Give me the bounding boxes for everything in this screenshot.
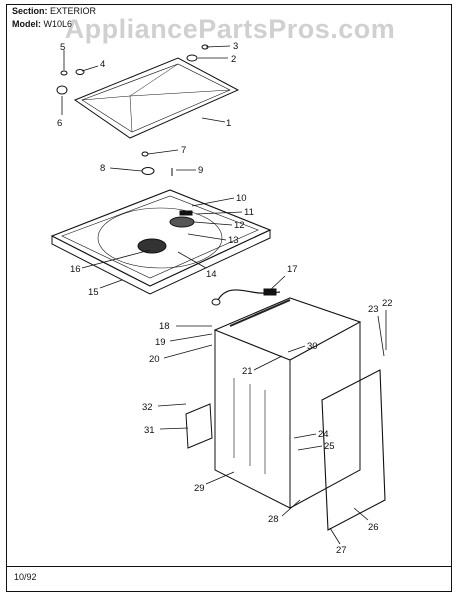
callout-5: 5 — [60, 42, 65, 53]
callout-17: 17 — [287, 264, 298, 275]
part-power-cord — [211, 288, 281, 306]
section-label: Section: — [12, 6, 48, 16]
callout-16: 16 — [70, 264, 81, 275]
callout-7: 7 — [181, 145, 186, 156]
page-border — [6, 4, 452, 592]
footer-date: 10/92 — [14, 572, 37, 582]
watermark: AppliancePartsPros.com — [64, 14, 396, 44]
callout-20: 20 — [149, 354, 160, 365]
callout-19: 19 — [155, 337, 166, 348]
callout-3: 3 — [233, 41, 238, 52]
part-top-lid — [73, 57, 240, 139]
callout-14: 14 — [206, 269, 217, 280]
callout-30: 30 — [307, 341, 318, 352]
callout-32: 32 — [142, 402, 153, 413]
part-back-panel — [321, 369, 386, 531]
callout-8: 8 — [100, 163, 105, 174]
callout-10: 10 — [236, 193, 247, 204]
callout-9: 9 — [198, 165, 203, 176]
part-grommet — [141, 167, 155, 175]
model-label: Model: — [12, 19, 41, 29]
part-top-cover — [50, 189, 272, 295]
callout-4: 4 — [100, 59, 105, 70]
section-header: Section: EXTERIOR — [12, 6, 96, 16]
callout-21: 21 — [242, 366, 253, 377]
callout-29: 29 — [194, 483, 205, 494]
callout-23: 23 — [368, 304, 379, 315]
callout-28: 28 — [268, 514, 279, 525]
callout-11: 11 — [244, 207, 254, 218]
callout-12: 12 — [234, 220, 245, 231]
leader-lines — [61, 45, 387, 545]
model-header: Model: W10L6 — [12, 19, 72, 29]
model-value: W10L6 — [43, 19, 73, 29]
callout-22: 22 — [382, 298, 393, 309]
callout-27: 27 — [336, 545, 347, 556]
callout-31: 31 — [144, 425, 155, 436]
callout-6: 6 — [57, 118, 62, 129]
callout-2: 2 — [231, 54, 236, 65]
callout-15: 15 — [88, 287, 99, 298]
callout-24: 24 — [318, 429, 329, 440]
callout-26: 26 — [368, 522, 379, 533]
callout-1: 1 — [226, 118, 231, 129]
callout-labels: 1 2 3 4 5 6 7 8 9 10 11 12 13 14 15 16 1… — [57, 41, 393, 556]
callout-25: 25 — [324, 441, 335, 452]
part-access-panel — [185, 403, 213, 449]
footer-divider — [6, 566, 452, 567]
section-value: EXTERIOR — [50, 6, 97, 16]
part-cabinet — [213, 297, 362, 509]
callout-18: 18 — [159, 321, 170, 332]
callout-13: 13 — [228, 235, 239, 246]
